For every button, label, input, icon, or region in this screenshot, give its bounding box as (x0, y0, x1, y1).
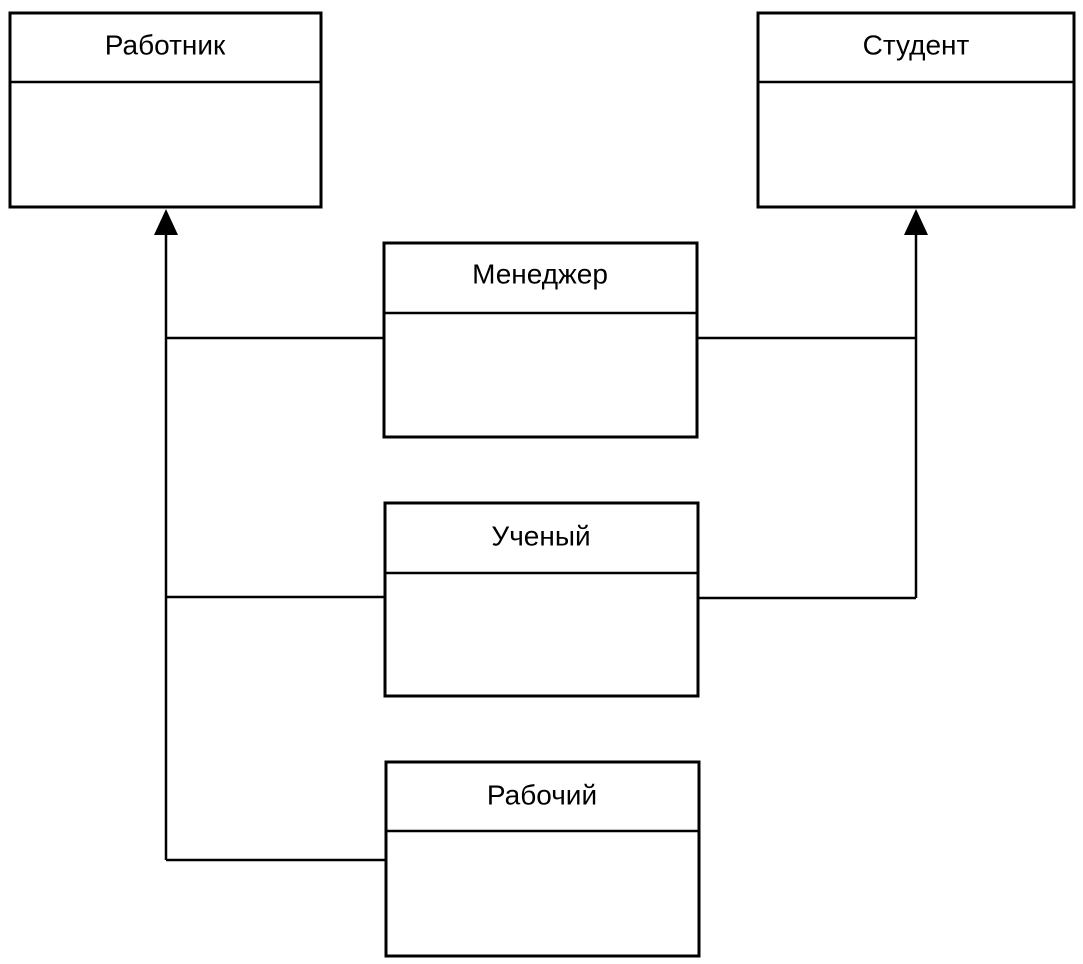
class-worker-box (8, 11, 323, 209)
generalization-arrow-worker (154, 209, 178, 235)
class-scientist-box (383, 501, 700, 698)
class-worker: Работник (8, 11, 323, 209)
generalization-arrow-student (904, 209, 928, 235)
class-scientist-name: Ученый (491, 520, 590, 551)
class-student-box (756, 11, 1076, 209)
class-scientist: Ученый (383, 501, 700, 698)
class-manager-box (382, 241, 699, 439)
class-student-name: Студент (863, 29, 970, 60)
class-worker-name: Работник (105, 29, 226, 60)
class-student: Студент (756, 11, 1076, 209)
class-manager-name: Менеджер (472, 258, 608, 289)
class-laborer: Рабочий (384, 760, 701, 958)
class-manager: Менеджер (382, 241, 699, 439)
class-laborer-name: Рабочий (487, 779, 597, 810)
